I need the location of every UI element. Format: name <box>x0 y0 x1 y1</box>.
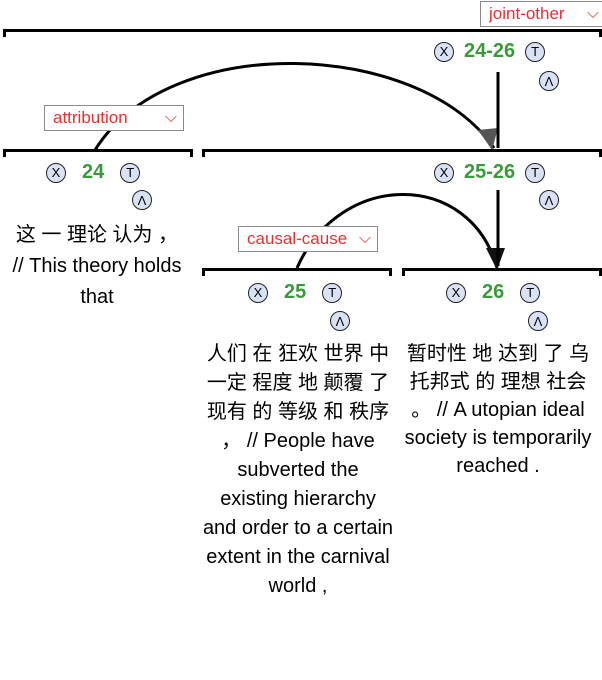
t-circle-icon[interactable]: T <box>520 282 541 303</box>
relation-label: joint-other <box>489 4 565 23</box>
span-bar-24-26 <box>3 29 602 37</box>
node-number: 24-26 <box>464 40 516 62</box>
node-25-26: X 25-26 T <box>434 161 546 184</box>
causal-arrowhead <box>486 248 505 270</box>
span-bar-25-26 <box>202 149 602 157</box>
attribution-arrowhead <box>478 128 498 150</box>
node-24: X 24 T <box>46 161 141 184</box>
caret-up-circle-icon[interactable]: Λ <box>528 311 548 331</box>
node-number: 25 <box>284 281 307 303</box>
chevron-down-icon[interactable]: ⌵ <box>358 230 371 247</box>
node-number: 25-26 <box>464 161 516 183</box>
segment-text-24: 这 一 理论 认为 ， // This theory holds that <box>12 224 182 308</box>
node-24-26: X 24-26 T <box>434 40 546 63</box>
t-circle-icon[interactable]: T <box>525 162 546 183</box>
x-circle-icon[interactable]: X <box>248 282 268 303</box>
segment-text-25: 人们 在 狂欢 世界 中 一定 程度 地 颠覆 了 现有 的 等级 和 秩序 ，… <box>202 343 394 597</box>
relation-label: attribution <box>53 108 128 127</box>
chevron-down-icon[interactable]: ⌵ <box>164 109 177 126</box>
segment-text-26: 暂时性 地 达到 了 乌托邦式 的 理想 社会 。 // A utopian i… <box>404 343 592 477</box>
span-bar-26 <box>402 268 602 276</box>
node-number: 26 <box>482 281 505 303</box>
node-25: X 25 T <box>248 281 343 304</box>
x-circle-icon[interactable]: X <box>446 282 466 303</box>
chevron-down-icon[interactable]: ⌵ <box>586 5 599 22</box>
span-bar-25 <box>202 268 392 276</box>
caret-up-circle-icon[interactable]: Λ <box>330 311 350 331</box>
relation-attribution[interactable]: attribution ⌵ <box>44 105 184 131</box>
relation-causal[interactable]: causal-cause ⌵ <box>238 226 378 252</box>
x-circle-icon[interactable]: X <box>434 41 454 62</box>
span-bar-24 <box>3 149 193 157</box>
x-circle-icon[interactable]: X <box>46 162 66 183</box>
relation-label: causal-cause <box>247 229 348 248</box>
caret-up-circle-icon[interactable]: Λ <box>539 190 559 210</box>
t-circle-icon[interactable]: T <box>120 162 141 183</box>
x-circle-icon[interactable]: X <box>434 162 454 183</box>
caret-up-circle-icon[interactable]: Λ <box>539 71 559 91</box>
t-circle-icon[interactable]: T <box>525 41 546 62</box>
t-circle-icon[interactable]: T <box>322 282 343 303</box>
relation-joint-other[interactable]: joint-other ⌵ <box>480 1 602 27</box>
caret-up-circle-icon[interactable]: Λ <box>132 190 152 210</box>
node-26: X 26 T <box>446 281 541 304</box>
node-number: 24 <box>82 161 105 183</box>
